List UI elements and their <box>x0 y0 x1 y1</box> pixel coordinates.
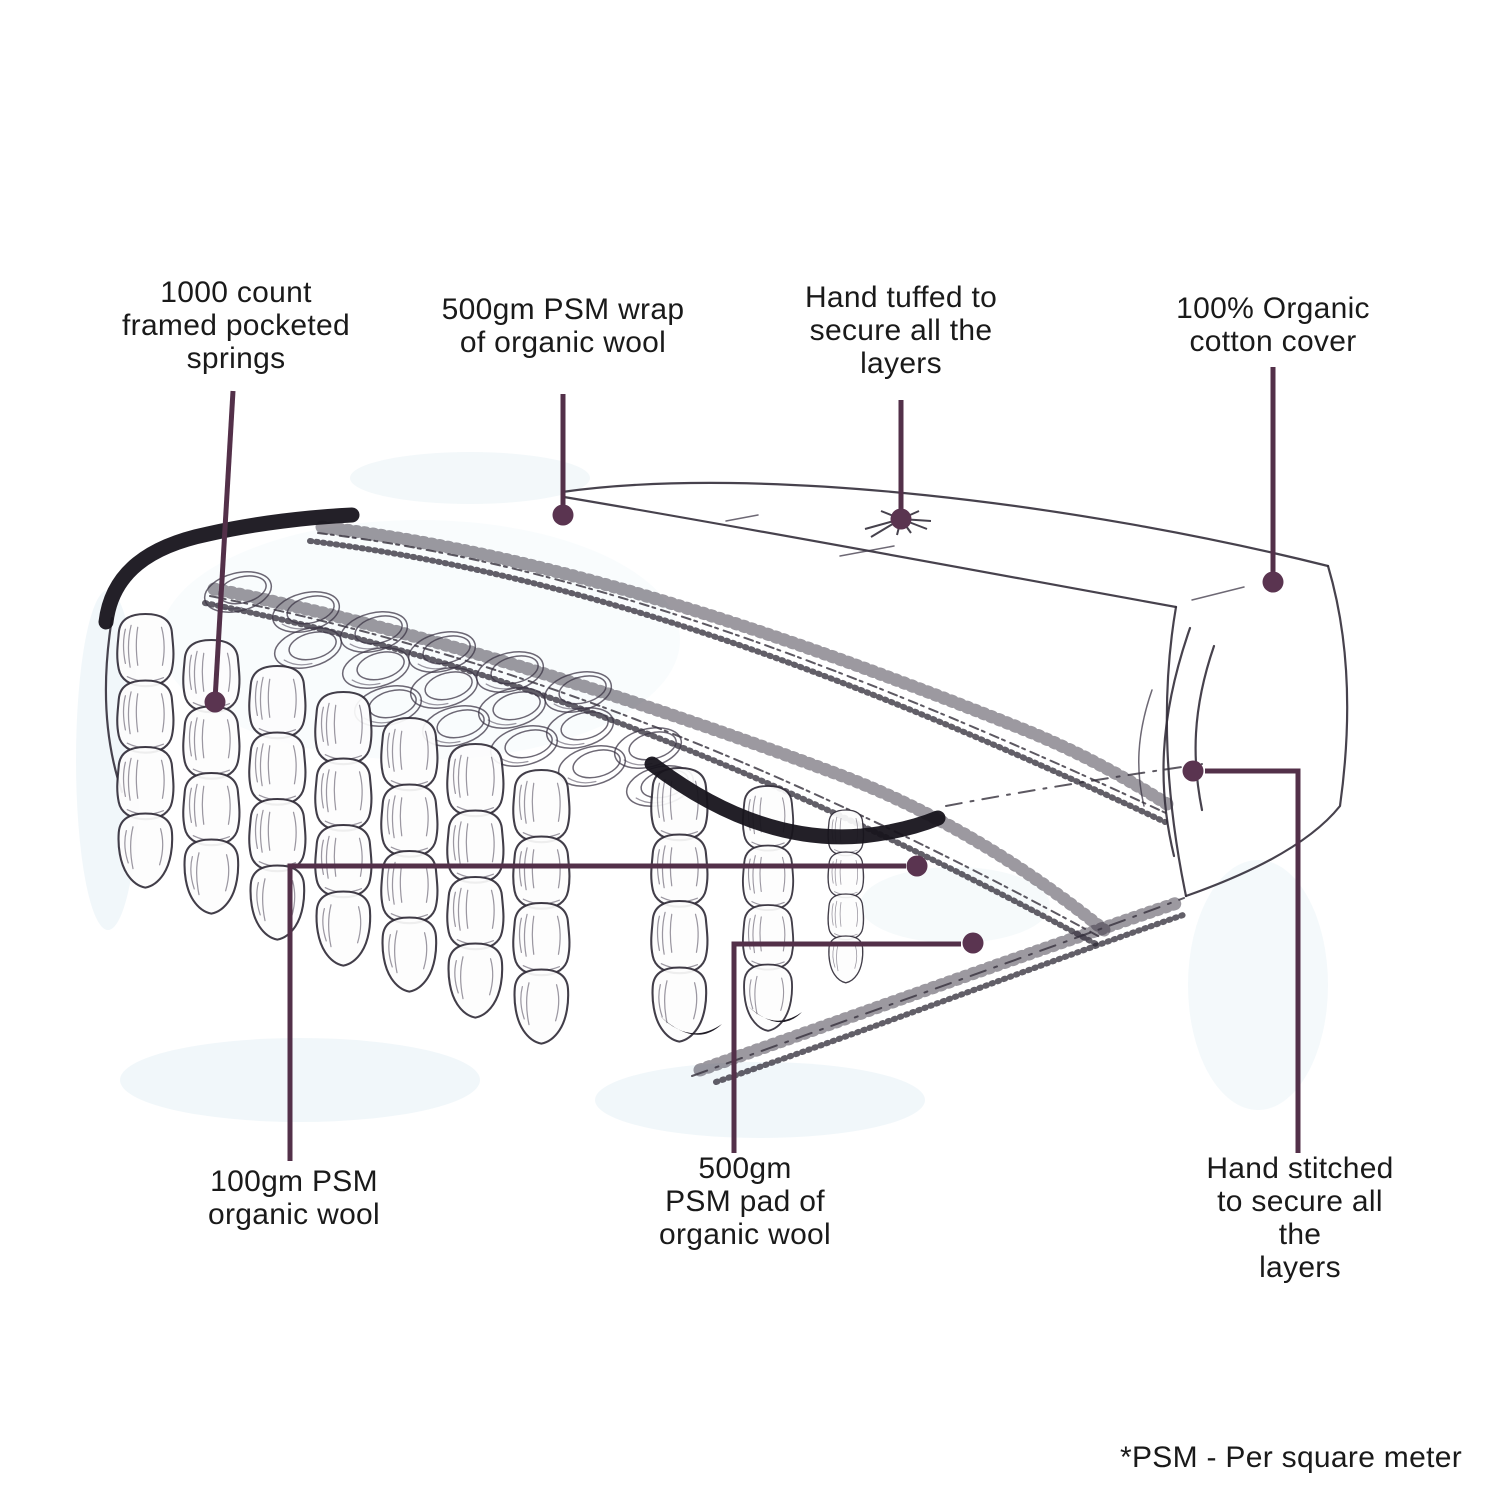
leader-dot-wool100 <box>906 855 928 877</box>
callout-tufted-label: Hand tuffed to secure all the layers <box>804 281 998 380</box>
wool-wrap-sketch <box>202 520 1189 1085</box>
leader-line-wool100 <box>287 863 906 1161</box>
leader-dot-tufted <box>890 508 912 530</box>
binding-tape <box>644 756 946 845</box>
leader-dot-pad500 <box>962 932 984 954</box>
callout-leaders <box>204 367 1301 1161</box>
leader-dot-stitched <box>1182 760 1204 782</box>
leader-dot-springs <box>204 691 226 713</box>
callout-pad500-label: 500gm PSM pad of organic wool <box>658 1152 832 1251</box>
pocket-springs-sketch <box>98 507 946 1044</box>
callout-wrap-label: 500gm PSM wrap of organic wool <box>441 293 685 359</box>
leader-dot-wrap <box>552 504 574 526</box>
leader-dot-cotton <box>1262 571 1284 593</box>
callout-stitched-label: Hand stitched to secure all the layers <box>1206 1152 1394 1284</box>
callout-wool100-label: 100gm PSM organic wool <box>207 1165 381 1231</box>
psm-footnote: *PSM - Per square meter <box>1119 1441 1462 1474</box>
leader-line-stitched <box>1205 768 1301 1153</box>
leader-line-pad500 <box>731 941 961 1153</box>
callout-cotton-label: 100% Organic cotton cover <box>1176 292 1370 358</box>
binding-tape <box>98 507 360 630</box>
leader-line-springs <box>212 390 236 701</box>
cotton-cover-sketch <box>560 481 1349 1077</box>
callout-springs-label: 1000 count framed pocketed springs <box>122 276 350 375</box>
